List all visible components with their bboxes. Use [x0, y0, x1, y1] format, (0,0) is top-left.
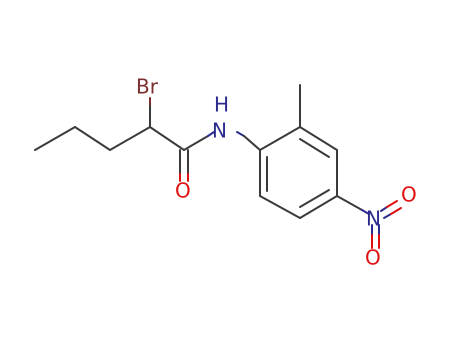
- bond-n-o1-b-blue: [383, 213, 392, 219]
- bromine-label: Br: [136, 75, 159, 99]
- ring-bond-4: [299, 195, 338, 219]
- amide-hydrogen-label: H: [214, 93, 229, 117]
- bond-ethyl-1: [34, 126, 76, 151]
- bond-n-aryl-blue: [236, 131, 245, 137]
- bond-ring-nitro-dark: [336, 195, 363, 211]
- bond-ethyl-2: [74, 126, 111, 151]
- bond-c-n-dark: [183, 135, 209, 151]
- amide-nitrogen-label: N: [212, 119, 227, 143]
- bond-n-aryl-dark: [243, 135, 261, 151]
- ring-inner-3: [299, 189, 330, 208]
- bond-alpha-carbonyl: [149, 126, 185, 151]
- nitro-oxygen-upper-label: O: [401, 183, 417, 207]
- bond-n-o1-b-red: [390, 207, 402, 215]
- ring-bond-1: [259, 126, 301, 151]
- nitro-oxygen-lower-label: O: [365, 246, 381, 270]
- bond-c-n-blue: [207, 131, 215, 137]
- bond-n-o1-a-blue: [380, 206, 388, 212]
- bond-chain-3: [109, 126, 151, 151]
- ring-inner-1: [299, 138, 330, 158]
- carbonyl-oxygen-label: O: [175, 179, 191, 203]
- bond-n-o1-a-red: [386, 200, 398, 208]
- ring-bond-2: [299, 126, 338, 151]
- nitro-nitrogen-label: N: [366, 207, 381, 231]
- bond-ring-nitro-blue: [361, 209, 370, 215]
- ring-bond-5: [259, 195, 301, 219]
